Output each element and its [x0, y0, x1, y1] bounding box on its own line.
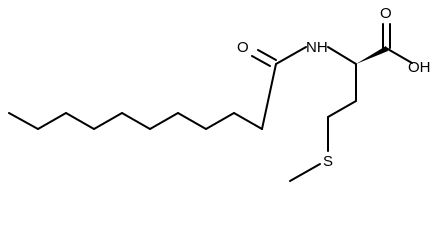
- amide-oxygen-label: O: [237, 39, 249, 56]
- methionine-side-chain: [289, 63, 357, 182]
- amide-co-double-bond-b: [257, 49, 277, 61]
- acid-group: [327, 23, 413, 65]
- decanoyl-chain: [8, 112, 263, 130]
- bond-c8-c9: [205, 112, 235, 130]
- amide-group: [251, 46, 307, 130]
- n-to-alpha-carbon-bond: [327, 46, 357, 65]
- bond-c7-c8: [177, 112, 207, 130]
- bond-c5-c6: [121, 112, 151, 130]
- bond-c3-c4: [65, 112, 95, 130]
- acid-c-to-oh-bond: [385, 47, 413, 64]
- beta-to-gamma-bond: [327, 100, 357, 118]
- acid-oxygen-label: O: [380, 5, 392, 22]
- bond-c6-c7: [149, 112, 179, 130]
- bond-c4-c5: [93, 112, 123, 130]
- nitrogen-label: NH: [306, 39, 328, 56]
- hydroxyl-label: OH: [408, 59, 431, 76]
- bond-c9-c10: [233, 112, 263, 130]
- amide-co-double-bond-a: [251, 55, 271, 67]
- molecule-structure: O NH O OH S: [8, 5, 431, 182]
- bond-chain-to-amide-carbon: [261, 63, 277, 130]
- amide-c-n-bond: [275, 46, 307, 65]
- sulfur-to-methyl-bond: [289, 163, 321, 182]
- bond-c1-c2: [8, 112, 39, 130]
- sulfur-label: S: [323, 153, 333, 170]
- bond-c2-c3: [37, 112, 67, 130]
- alpha-carbon-wedge-bond: [356, 46, 388, 64]
